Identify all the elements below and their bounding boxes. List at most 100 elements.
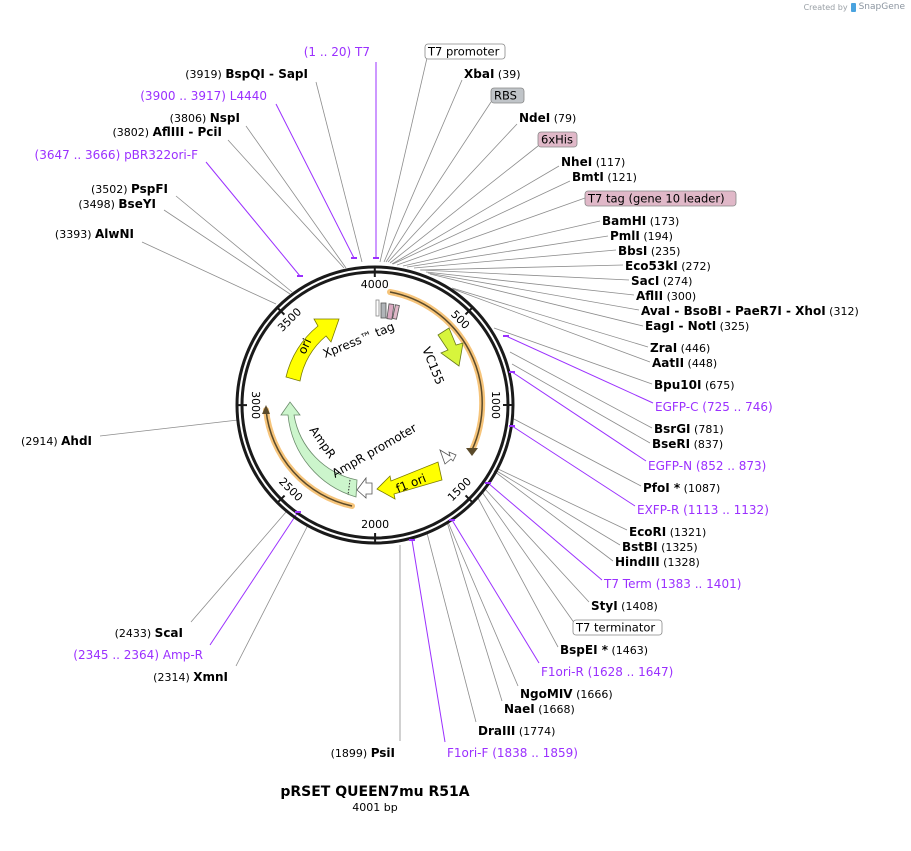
- enzyme-label[interactable]: Bpu10I (675): [654, 378, 735, 392]
- leader-line: [494, 469, 621, 546]
- primer-label[interactable]: (3647 .. 3666) pBR322ori-F: [35, 148, 199, 162]
- enzyme-label[interactable]: (1899) PsiI: [331, 746, 395, 760]
- leader-line: [425, 271, 635, 296]
- enzyme-label[interactable]: DraIII (1774): [478, 724, 555, 738]
- leader-line: [484, 488, 590, 603]
- enzyme-label[interactable]: (3393) AlwNI: [55, 227, 134, 241]
- primer-label[interactable]: EXFP-R (1113 .. 1132): [637, 503, 769, 517]
- leader-line: [389, 145, 539, 264]
- enzyme-label[interactable]: NheI (117): [561, 155, 625, 169]
- primer-label[interactable]: (2345 .. 2364) Amp-R: [73, 648, 203, 662]
- enzyme-label[interactable]: AvaI - BsoBI - PaeR7I - XhoI (312): [641, 304, 859, 318]
- enzyme-label[interactable]: StyI (1408): [591, 599, 658, 613]
- primer-marker: [449, 519, 455, 521]
- feature-box-t7-tag-gene-10-leader-[interactable]: T7 tag (gene 10 leader): [584, 190, 737, 207]
- enzyme-label[interactable]: NdeI (79): [519, 111, 576, 125]
- leader-line: [392, 180, 571, 265]
- enzyme-label[interactable]: Eco53kI (272): [625, 259, 711, 273]
- enzyme-label[interactable]: PmlI (194): [610, 229, 673, 243]
- tag-features: [375, 299, 400, 320]
- primer-label[interactable]: T7 Term (1383 .. 1401): [603, 577, 741, 591]
- leader-line: [481, 491, 576, 625]
- svg-text:6xHis: 6xHis: [541, 133, 573, 147]
- ori-feature[interactable]: ori: [285, 318, 340, 382]
- f1-ori-feature[interactable]: f1 ori: [376, 461, 443, 500]
- enzyme-label[interactable]: (3502) PspFI: [91, 182, 168, 196]
- enzyme-label[interactable]: (2433) ScaI: [115, 626, 183, 640]
- leader-line: [315, 81, 363, 263]
- leader-line: [235, 524, 309, 667]
- leader-line: [446, 521, 503, 702]
- leader-line: [387, 123, 518, 263]
- enzyme-label[interactable]: BamHI (173): [602, 214, 679, 228]
- enzyme-label[interactable]: EcoRI (1321): [629, 525, 706, 539]
- leader-line: [383, 79, 463, 263]
- enzyme-label[interactable]: (3806) NspI: [170, 111, 240, 125]
- snapgene-credit: Created by SnapGene: [804, 2, 905, 12]
- tick-mark: [464, 307, 473, 316]
- enzyme-label[interactable]: NaeI (1668): [504, 702, 575, 716]
- primer-label[interactable]: (3900 .. 3917) L4440: [140, 89, 267, 103]
- leader-line: [402, 220, 601, 267]
- svg-text:T7 tag (gene 10 leader): T7 tag (gene 10 leader): [587, 192, 725, 206]
- enzyme-label[interactable]: PfoI * (1087): [643, 481, 720, 495]
- primer-marker: [509, 425, 515, 427]
- enzyme-label[interactable]: BsrGI (781): [654, 422, 724, 436]
- enzyme-label[interactable]: SacI (274): [631, 274, 692, 288]
- leader-line: [163, 209, 291, 295]
- leader-line: [141, 241, 277, 305]
- tick-label: 2000: [361, 518, 389, 531]
- enzyme-label[interactable]: BstBI (1325): [622, 540, 698, 554]
- enzyme-label[interactable]: (3919) BspQI - SapI: [185, 67, 308, 81]
- feature-box-t7-promoter[interactable]: T7 promoter: [424, 43, 506, 60]
- enzyme-label[interactable]: (2914) AhdI: [21, 434, 92, 448]
- enzyme-label[interactable]: HindIII (1328): [615, 555, 700, 569]
- enzyme-label[interactable]: (3498) BseYI: [78, 197, 156, 211]
- vc155-feature[interactable]: VC155: [419, 327, 464, 387]
- left-labels: (1 .. 20) T7 (3919) BspQI - SapI (3900 .. …: [21, 45, 395, 760]
- primer-markers: [295, 257, 515, 541]
- primer-label[interactable]: F1ori-F (1838 .. 1859): [447, 746, 578, 760]
- enzyme-label[interactable]: NgoMIV (1666): [520, 687, 613, 701]
- primer-label[interactable]: EGFP-N (852 .. 873): [648, 459, 766, 473]
- enzyme-label[interactable]: BspEI * (1463): [560, 643, 648, 657]
- tick-mark: [464, 494, 473, 503]
- leader-line: [493, 470, 614, 562]
- vc155-orf-arrowhead-icon: [466, 448, 478, 456]
- enzyme-label[interactable]: ZraI (446): [650, 341, 710, 355]
- enzyme-label[interactable]: AflII (300): [636, 289, 696, 303]
- enzyme-label[interactable]: (3802) AflIII - PciI: [113, 125, 222, 139]
- primer-label[interactable]: F1ori-R (1628 .. 1647): [541, 665, 673, 679]
- primer-label[interactable]: (1 .. 20) T7: [304, 45, 370, 59]
- primer-marker: [485, 482, 491, 484]
- tick-mark: [277, 307, 286, 316]
- leader-line: [511, 363, 651, 444]
- enzyme-label[interactable]: BbsI (235): [618, 244, 680, 258]
- feature-box-t7-terminator[interactable]: T7 terminator: [572, 619, 663, 636]
- tick-label: 4000: [361, 278, 389, 291]
- leader-line: [452, 288, 651, 363]
- enzyme-label[interactable]: XbaI (39): [464, 67, 520, 81]
- primer-label[interactable]: EGFP-C (725 .. 746): [655, 400, 773, 414]
- enzyme-label[interactable]: EagI - NotI (325): [645, 319, 749, 333]
- tick-label: 1000: [489, 391, 502, 419]
- leader-line: [511, 417, 642, 487]
- leader-line: [451, 519, 540, 664]
- leader-line: [505, 335, 654, 404]
- leader-line: [209, 511, 299, 646]
- feature-box-rbs[interactable]: RBS: [490, 87, 525, 104]
- leader-line: [447, 521, 519, 687]
- leader-line: [396, 197, 586, 266]
- leader-line: [420, 269, 630, 281]
- leader-line: [451, 287, 649, 348]
- primer-marker: [503, 335, 509, 337]
- enzyme-label[interactable]: BmtI (121): [572, 170, 637, 184]
- leader-line: [487, 482, 603, 581]
- feature-box-6xhis[interactable]: 6xHis: [537, 131, 578, 148]
- enzyme-label[interactable]: (2314) XmnI: [153, 670, 228, 684]
- enzyme-label[interactable]: AatII (448): [652, 356, 717, 370]
- vc155-label: VC155: [419, 345, 447, 387]
- enzyme-label[interactable]: BseRI (837): [652, 437, 723, 451]
